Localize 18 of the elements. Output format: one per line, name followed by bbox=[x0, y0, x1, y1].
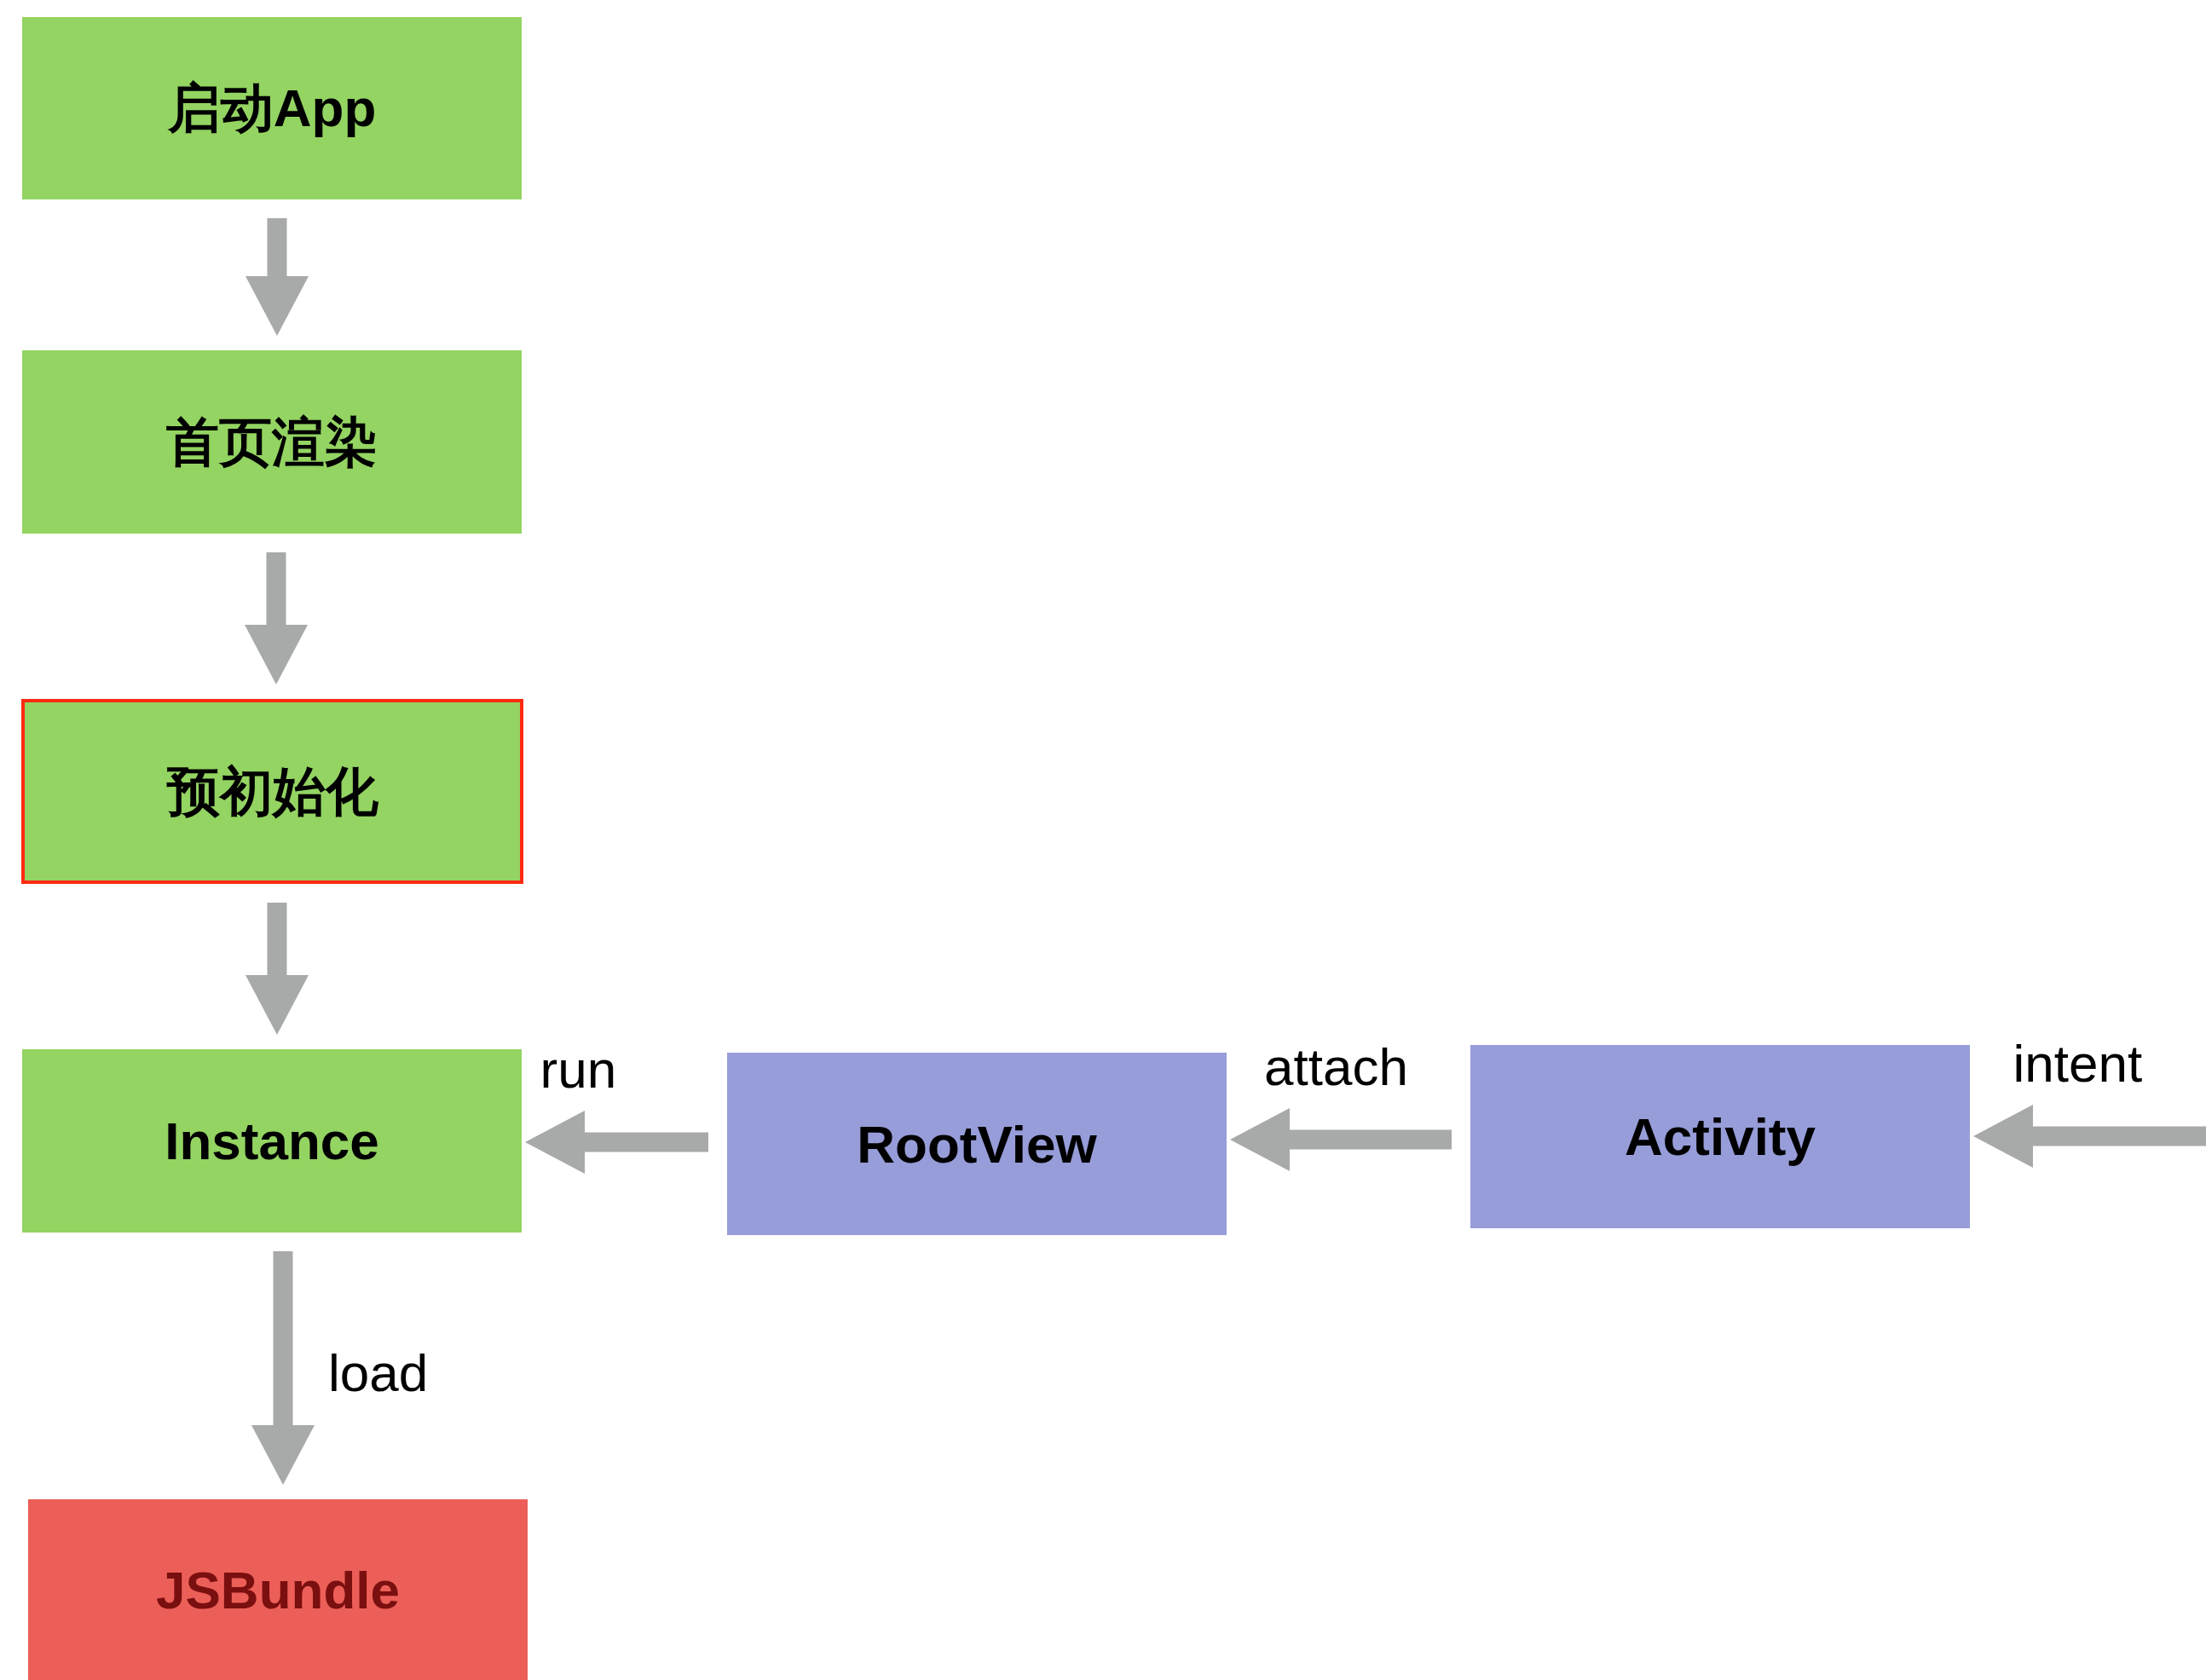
process-box: Instance bbox=[22, 1049, 522, 1233]
arrow bbox=[245, 218, 309, 336]
edge-label: intent bbox=[2013, 1037, 2143, 1090]
edge-label: attach bbox=[1264, 1041, 1408, 1094]
arrow bbox=[1973, 1105, 2206, 1168]
process-box: 首页渲染 bbox=[22, 350, 522, 534]
edge-label: load bbox=[328, 1347, 429, 1400]
edge-label: run bbox=[540, 1043, 617, 1096]
arrow bbox=[245, 552, 308, 684]
component-box: RootView bbox=[727, 1053, 1227, 1235]
highlighted-process-box: 预初始化 bbox=[21, 699, 523, 884]
component-box: Activity bbox=[1470, 1045, 1970, 1228]
process-box: 启动App bbox=[22, 17, 522, 199]
arrow bbox=[525, 1111, 708, 1174]
arrow bbox=[1230, 1108, 1452, 1171]
arrow bbox=[245, 903, 309, 1035]
arrow bbox=[251, 1251, 315, 1485]
output-box: JSBundle bbox=[28, 1499, 528, 1680]
